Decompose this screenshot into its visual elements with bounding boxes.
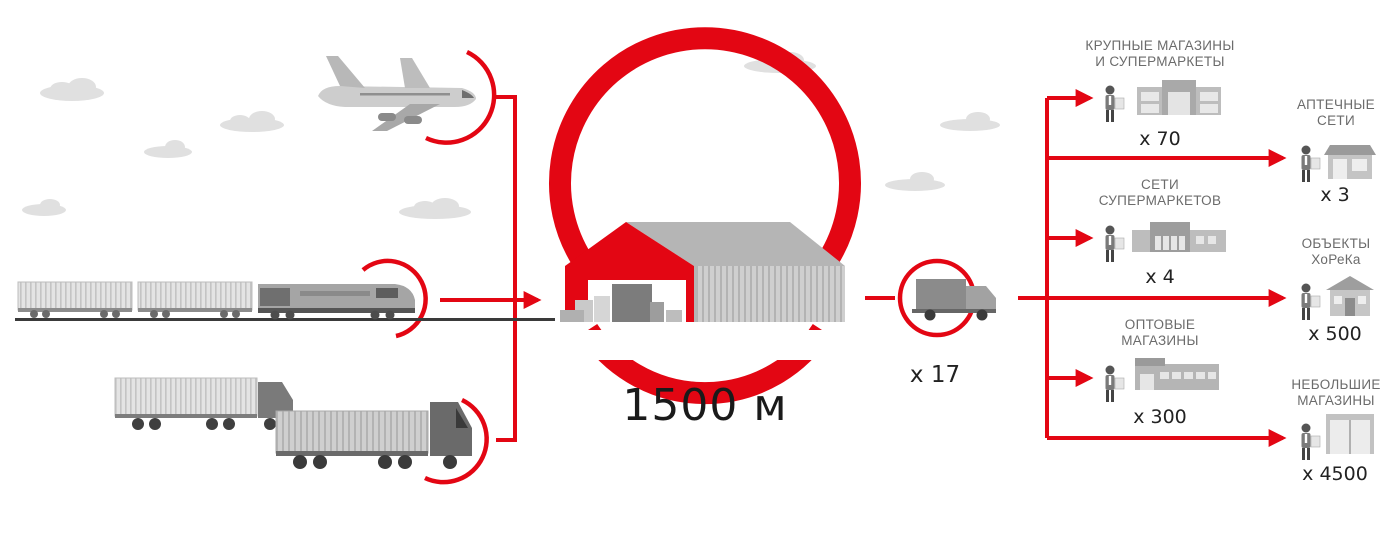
connector-airplane [496,95,517,300]
warehouse-icon [549,27,861,405]
label-line: ОПТОВЫЕ [1124,317,1196,332]
train-icon [15,258,555,339]
wholesale-store-icon [1135,358,1219,390]
label-line: СУПЕРМАРКЕТОВ [1098,193,1222,208]
small-shop-icon [1326,414,1374,454]
label-line: И СУПЕРМАРКЕТЫ [1095,54,1225,69]
label-line: СЕТИ [1141,177,1179,192]
delivery-truck-icon [897,258,996,338]
delivery-truck-count: х 17 [909,362,961,388]
count-wholesale: х 300 [1133,406,1187,428]
cloud [220,111,284,132]
label-line: СЕТИ [1317,113,1355,128]
horeca-icon [1326,276,1374,316]
truck-trailer-icon [114,377,489,485]
label-small-shops: НЕБОЛЬШИЕ МАГАЗИНЫ [1280,377,1392,409]
label-line: ХоРеКа [1311,252,1361,267]
label-line: АПТЕЧНЫЕ [1297,97,1375,112]
label-line: ОБЪЕКТЫ [1301,236,1371,251]
cloud [22,199,66,216]
label-supermarket-chains: СЕТИ СУПЕРМАРКЕТОВ [1060,177,1260,209]
count-supermarket-chains: х 4 [1145,266,1175,288]
count-small-shops: х 4500 [1302,463,1368,485]
cloud [40,78,104,101]
cloud [885,172,945,191]
label-line: НЕБОЛЬШИЕ [1291,377,1381,392]
airplane-icon [318,49,497,145]
outbound-connectors [1018,89,1287,447]
warehouse-area: 1500 м [622,380,788,431]
label-wholesale: ОПТОВЫЕ МАГАЗИНЫ [1060,317,1260,349]
label-pharmacy: АПТЕЧНЫЕ СЕТИ [1280,97,1392,129]
label-line: МАГАЗИНЫ [1297,393,1375,408]
cloud [144,140,192,158]
count-pharmacy: х 3 [1320,184,1350,206]
supermarket-chain-icon [1132,222,1226,252]
label-line: КРУПНЫЕ МАГАЗИНЫ [1085,38,1235,53]
inbound-connectors [440,95,542,442]
label-horeca: ОБЪЕКТЫ ХоРеКа [1280,236,1392,268]
cloud [940,112,1000,131]
connector-truck [496,300,517,442]
count-horeca: х 500 [1308,323,1362,345]
cloud [399,198,471,219]
label-supermarkets: КРУПНЫЕ МАГАЗИНЫ И СУПЕРМАРКЕТЫ [1060,38,1260,70]
count-supermarkets: х 70 [1139,128,1181,150]
supermarket-icon [1137,80,1221,115]
pharmacy-icon [1324,145,1376,179]
label-line: МАГАЗИНЫ [1121,333,1199,348]
